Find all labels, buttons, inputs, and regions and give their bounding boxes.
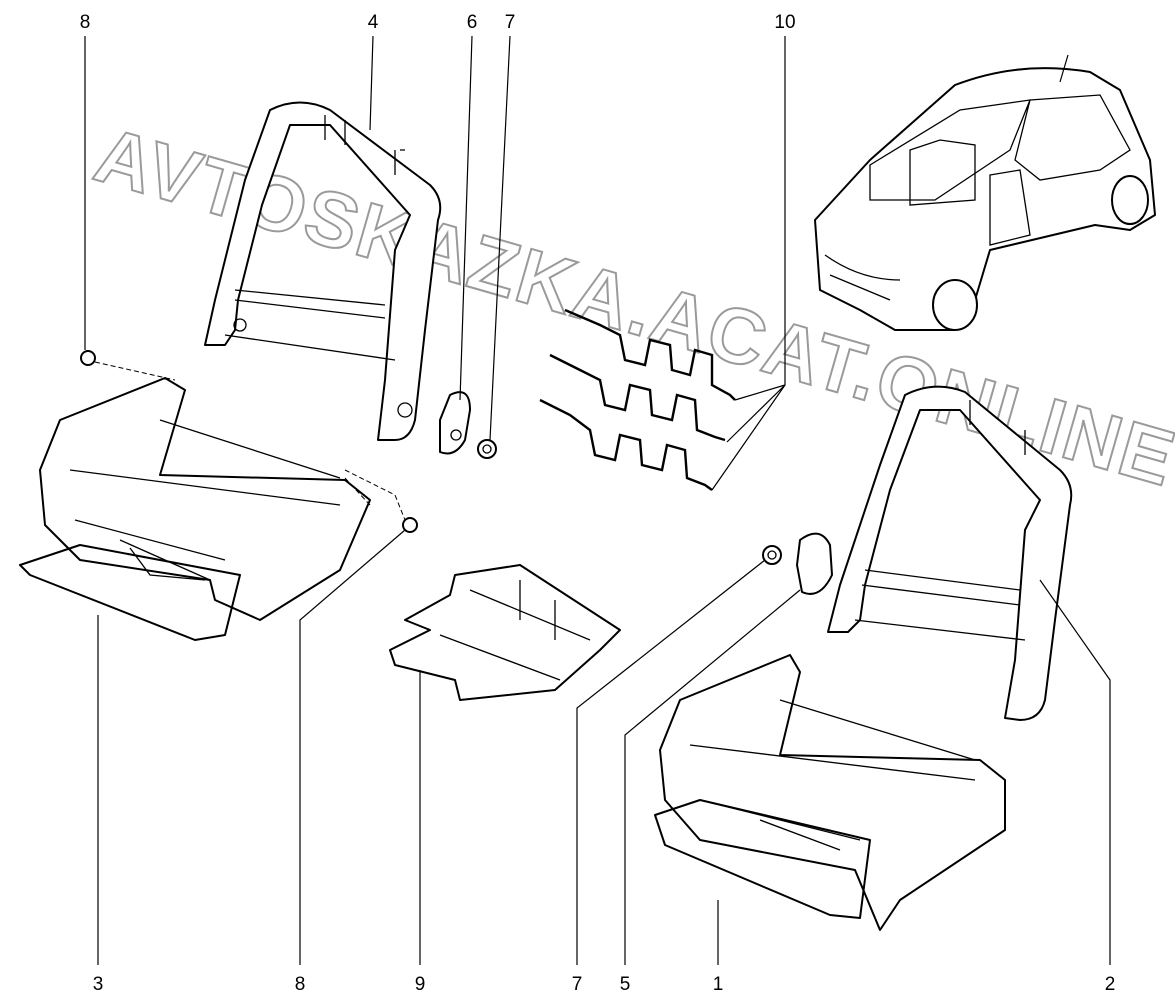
callout-1: 1	[713, 974, 724, 995]
fastener-8	[80, 350, 418, 533]
callout-8-top: 8	[80, 12, 91, 33]
seat-mat	[389, 564, 621, 701]
callout-9: 9	[415, 974, 426, 995]
seat-frame-left	[19, 377, 371, 641]
callout-8-bottom: 8	[295, 974, 306, 995]
backrest-frame-right	[827, 385, 1073, 721]
vehicle-location-inset	[814, 54, 1156, 331]
recliner-knob-right	[762, 545, 782, 565]
callout-4: 4	[368, 12, 379, 33]
callout-2: 2	[1105, 974, 1116, 995]
recliner-knob-left	[477, 439, 497, 459]
side-cover-right	[796, 532, 833, 595]
callout-7-top: 7	[505, 12, 516, 33]
leader-lines	[84, 35, 1111, 965]
callout-3: 3	[93, 974, 104, 995]
callout-10: 10	[774, 12, 795, 33]
callout-5: 5	[620, 974, 631, 995]
callout-6: 6	[467, 12, 478, 33]
side-cover-left	[439, 391, 471, 455]
seat-springs	[539, 308, 736, 491]
seat-frame-right	[654, 654, 1006, 931]
backrest-frame-left	[204, 101, 442, 441]
callout-7-bottom: 7	[572, 974, 583, 995]
